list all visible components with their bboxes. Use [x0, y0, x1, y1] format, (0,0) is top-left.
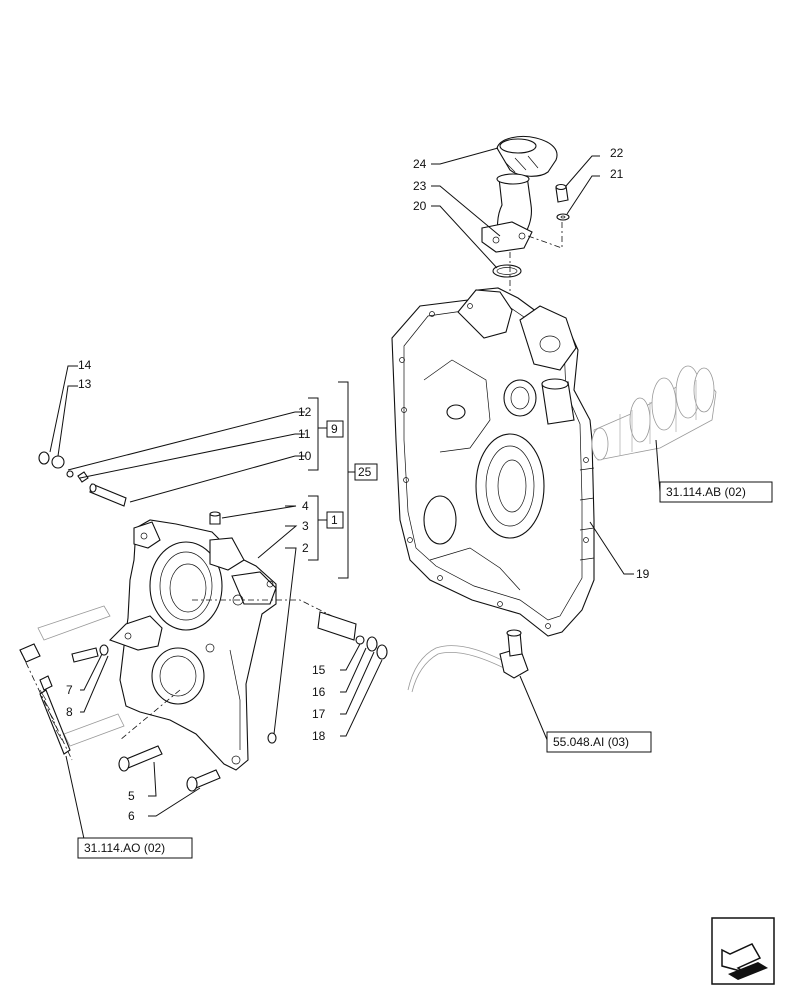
- main-housing: [391, 287, 595, 637]
- pto-shaft-ghost: [591, 365, 717, 461]
- callout-4: 4: [302, 499, 309, 513]
- callout-6: 6: [128, 809, 135, 823]
- callout-23: 23: [413, 179, 427, 193]
- callout-17: 17: [312, 707, 326, 721]
- callout-18: 18: [312, 729, 326, 743]
- reference-boxes: 31.114.AB (02) 55.048.AI (03) 31.114.AO …: [77, 481, 773, 859]
- ref-31-114-ao[interactable]: 31.114.AO (02): [84, 841, 165, 855]
- callout-25: 25: [358, 465, 372, 479]
- callout-15: 15: [312, 663, 326, 677]
- small-parts: [19, 451, 388, 792]
- callout-16: 16: [312, 685, 326, 699]
- navigation-arrow-icon[interactable]: [711, 917, 775, 985]
- leader-lines: [49, 147, 661, 849]
- cover-assembly: [108, 519, 341, 771]
- callout-14: 14: [78, 358, 92, 372]
- callout-5: 5: [128, 789, 135, 803]
- callout-3: 3: [302, 519, 309, 533]
- callout-2: 2: [302, 541, 309, 555]
- lube-pipe-ghost: [407, 629, 529, 693]
- ref-31-114-ab[interactable]: 31.114.AB (02): [666, 485, 746, 499]
- callout-13: 13: [78, 377, 92, 391]
- callout-labels: 24 23 20 22 21 19 14 13 12 11 10 4 3 2 7…: [66, 146, 650, 823]
- callout-9: 9: [331, 422, 338, 436]
- callout-12: 12: [298, 405, 312, 419]
- callout-21: 21: [610, 167, 624, 181]
- callout-20: 20: [413, 199, 427, 213]
- filler-cap-assembly: [481, 135, 570, 340]
- callout-11: 11: [298, 427, 311, 441]
- callout-1: 1: [331, 513, 338, 527]
- callout-22: 22: [610, 146, 624, 160]
- ref-55-048-ai[interactable]: 55.048.AI (03): [553, 735, 629, 749]
- callout-10: 10: [298, 449, 312, 463]
- callout-8: 8: [66, 705, 73, 719]
- callout-24: 24: [413, 157, 427, 171]
- callout-7: 7: [66, 683, 73, 697]
- callout-19: 19: [636, 567, 650, 581]
